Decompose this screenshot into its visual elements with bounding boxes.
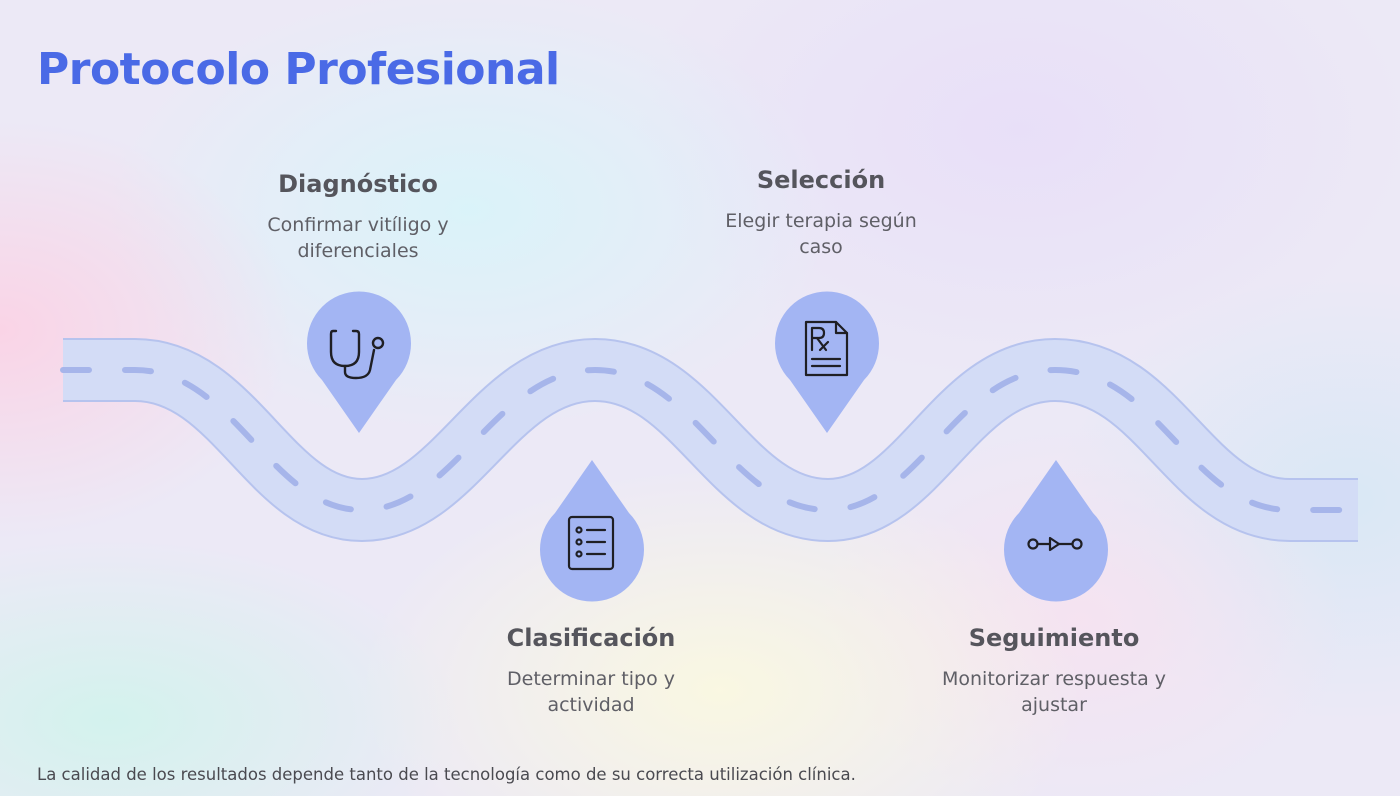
step-description: Elegir terapia según caso bbox=[725, 210, 917, 258]
step-title: Selección bbox=[756, 166, 886, 194]
pin-seguimiento bbox=[1004, 460, 1109, 602]
footer-note: La calidad de los resultados depende tan… bbox=[37, 765, 856, 784]
step-seleccion: Selección Elegir terapia según caso bbox=[671, 166, 971, 260]
map-pin-shape bbox=[775, 291, 880, 433]
checklist-icon bbox=[567, 515, 615, 571]
step-title: Seguimiento bbox=[968, 624, 1140, 652]
prescription-icon bbox=[804, 320, 849, 377]
map-pin-shape bbox=[1004, 460, 1109, 602]
pin-seleccion bbox=[775, 291, 880, 433]
step-description: Determinar tipo y actividad bbox=[507, 668, 675, 716]
progress-arrow-icon bbox=[1027, 536, 1083, 552]
stethoscope-icon bbox=[329, 329, 385, 380]
map-pin-shape bbox=[307, 291, 412, 433]
step-description: Confirmar vitíligo y diferenciales bbox=[267, 214, 449, 262]
pin-diagnostico bbox=[307, 291, 412, 433]
step-seguimiento: Seguimiento Monitorizar respuesta y ajus… bbox=[904, 624, 1204, 718]
step-title: Diagnóstico bbox=[278, 170, 438, 198]
step-description: Monitorizar respuesta y ajustar bbox=[941, 668, 1167, 716]
step-diagnostico: Diagnóstico Confirmar vitíligo y diferen… bbox=[208, 170, 508, 264]
road bbox=[63, 370, 1358, 510]
page-title: Protocolo Profesional bbox=[37, 44, 560, 95]
step-title: Clasificación bbox=[506, 624, 676, 652]
step-clasificacion: Clasificación Determinar tipo y activida… bbox=[441, 624, 741, 718]
pin-clasificacion bbox=[540, 460, 645, 602]
